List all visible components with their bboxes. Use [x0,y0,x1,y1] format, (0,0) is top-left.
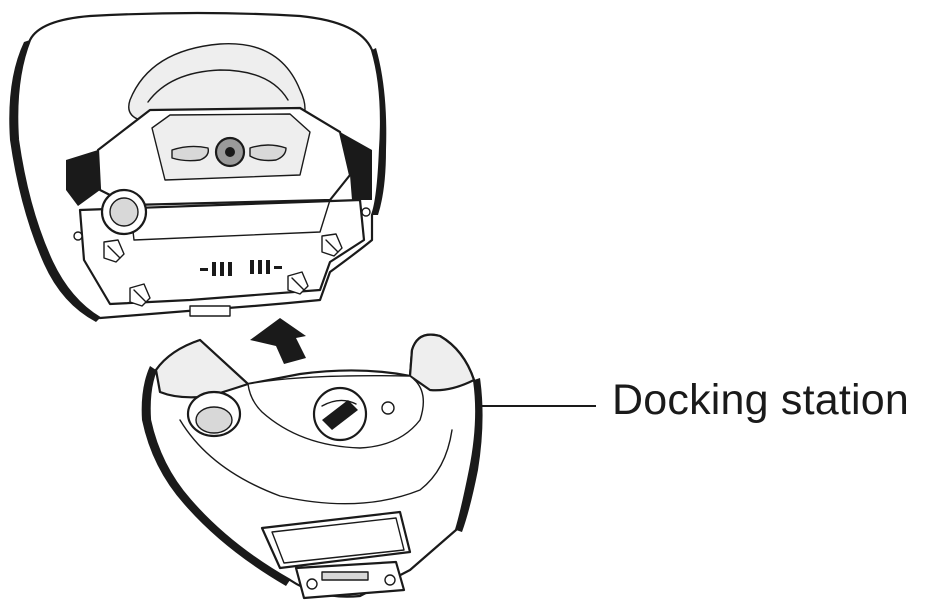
main-unit-screw-1 [73,231,83,241]
docking-station-dial-notch [321,399,357,407]
main-unit-knob-core [225,147,235,157]
docking-station-label: Docking station [612,376,909,424]
main-unit-shadow-right [340,132,372,200]
main-unit [9,11,387,322]
main-unit-vents [200,260,282,276]
main-unit-shadow-left [66,150,100,206]
main-unit-slot-right [249,144,287,162]
docking-station-rim-right [456,378,483,532]
docking-station-left-pillar [154,338,250,399]
docking-station-inner-curve [179,419,453,505]
docking-station-indicator [381,401,395,415]
main-unit-screw-2 [361,207,371,217]
main-unit-bottom-tab [189,305,231,317]
main-unit-clip-right-upper [321,233,343,257]
main-unit-rim-left [9,40,100,322]
main-unit-dome [128,43,306,126]
main-unit-dome-ring [147,69,289,103]
docking-station [141,333,483,600]
docking-station-connector-slot [321,571,369,581]
main-unit-clip-left-upper [103,239,125,263]
main-unit-port-inner [109,197,139,227]
up-arrow [250,318,306,364]
main-unit-slot-left [171,145,210,162]
docking-station-cup-inner [195,406,233,434]
docking-station-dial-grip [322,400,358,430]
docking-station-front-panel-inner [271,517,405,564]
docking-station-connector-screw-right [384,574,396,586]
docking-station-right-pillar [408,333,476,392]
main-unit-clip-right-lower [287,271,309,295]
main-unit-rim-right [372,48,387,215]
docking-station-rim-left [141,366,290,586]
main-unit-clip-left-lower [129,283,151,307]
docking-station-connector-screw-left [306,578,318,590]
